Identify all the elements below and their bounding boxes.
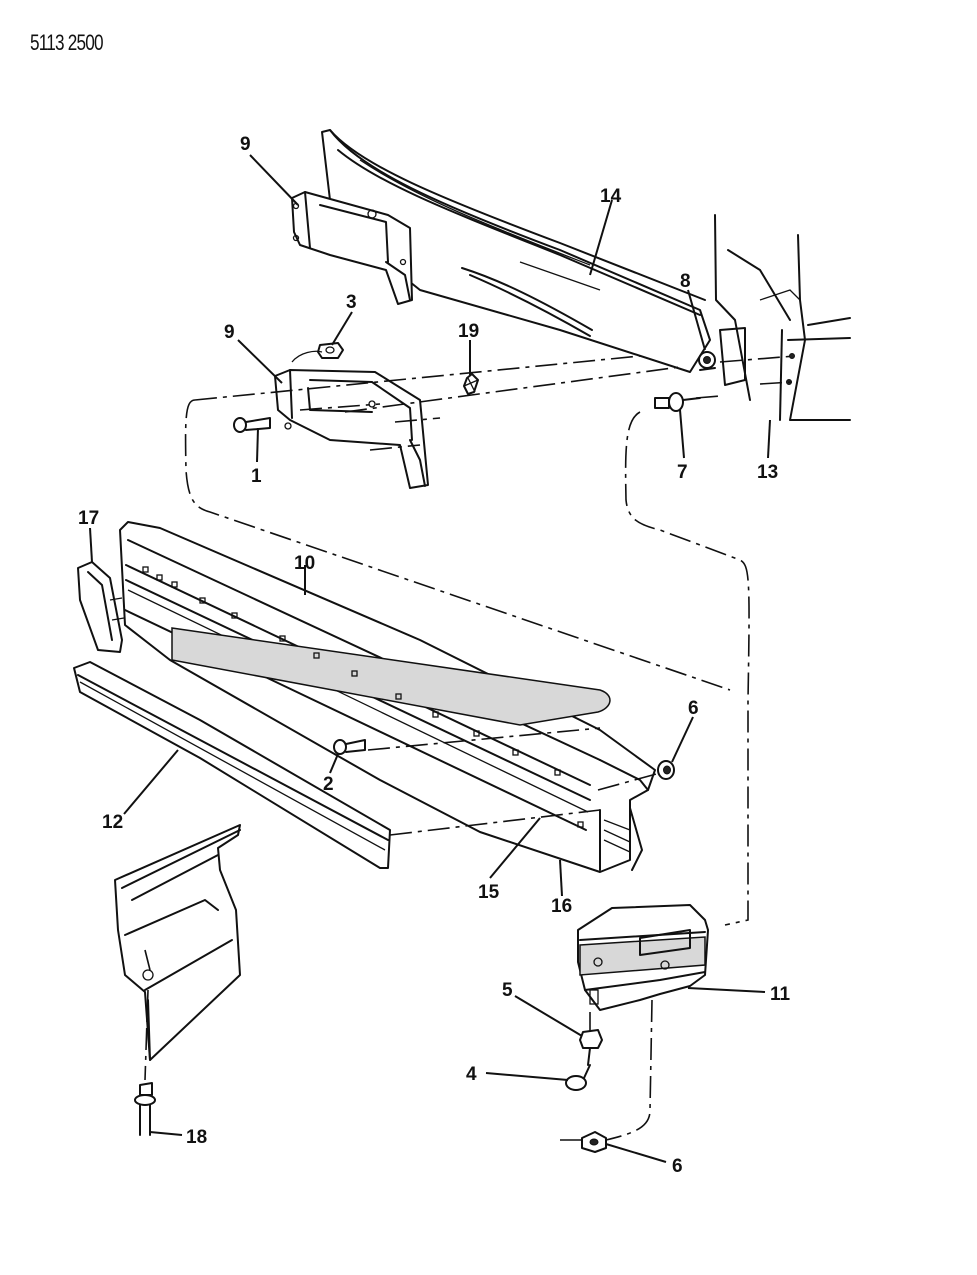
- callout-labels: 9 14 8 3 9 19 1 7 13 17 10 6 2 12 15 16 …: [78, 134, 791, 1177]
- part-9-lower-bracket: [274, 369, 429, 489]
- part-5-nut: [579, 1029, 603, 1066]
- part-19-retainer: [463, 373, 479, 395]
- callout-16: 16: [551, 896, 572, 917]
- part-8-nut: [698, 351, 716, 371]
- callout-8: 8: [680, 271, 691, 292]
- support-bracket: [114, 824, 241, 1061]
- part-2-bolt: [333, 739, 366, 755]
- callout-9-lower: 9: [224, 322, 235, 343]
- callout-6-upper: 6: [688, 698, 699, 719]
- callout-6-lower: 6: [672, 1156, 683, 1177]
- callout-3: 3: [346, 292, 357, 313]
- part-12-lower-strip: [73, 661, 391, 869]
- callout-14: 14: [600, 186, 622, 207]
- part-9-upper-bracket: [291, 191, 413, 305]
- leader-lines: [89, 154, 771, 1163]
- callout-17: 17: [78, 508, 99, 529]
- part-7-stud: [654, 392, 701, 412]
- bumper-slots: [142, 566, 584, 828]
- callout-4: 4: [466, 1064, 477, 1085]
- callout-7: 7: [677, 462, 688, 483]
- callout-18: 18: [186, 1127, 207, 1148]
- part-4-bolt: [565, 1064, 591, 1091]
- part-6-nut-lower: [581, 1131, 607, 1153]
- callout-11: 11: [770, 984, 791, 1005]
- callout-12: 12: [102, 812, 123, 833]
- part-13-body-side: [714, 214, 851, 421]
- part-17-end-cap: [77, 561, 125, 653]
- callout-13: 13: [757, 462, 778, 483]
- part-11-bumper-end: [577, 904, 709, 1011]
- callout-1: 1: [251, 466, 262, 487]
- callout-5: 5: [502, 980, 513, 1001]
- document-number: 5113 2500: [30, 30, 104, 55]
- part-18-fastener: [134, 1082, 156, 1136]
- part-1-bolt: [233, 417, 271, 433]
- part-3-clip: [317, 342, 344, 359]
- part-10-bumper-face-bar: [119, 521, 656, 873]
- callout-9-upper: 9: [240, 134, 251, 155]
- callout-10: 10: [294, 553, 315, 574]
- callout-15: 15: [478, 882, 500, 903]
- callout-2: 2: [323, 774, 334, 795]
- part-14-rear-panel: [321, 129, 711, 373]
- callout-19: 19: [458, 321, 479, 342]
- part-6-nut: [657, 760, 675, 780]
- assembly-lines: [144, 355, 796, 1141]
